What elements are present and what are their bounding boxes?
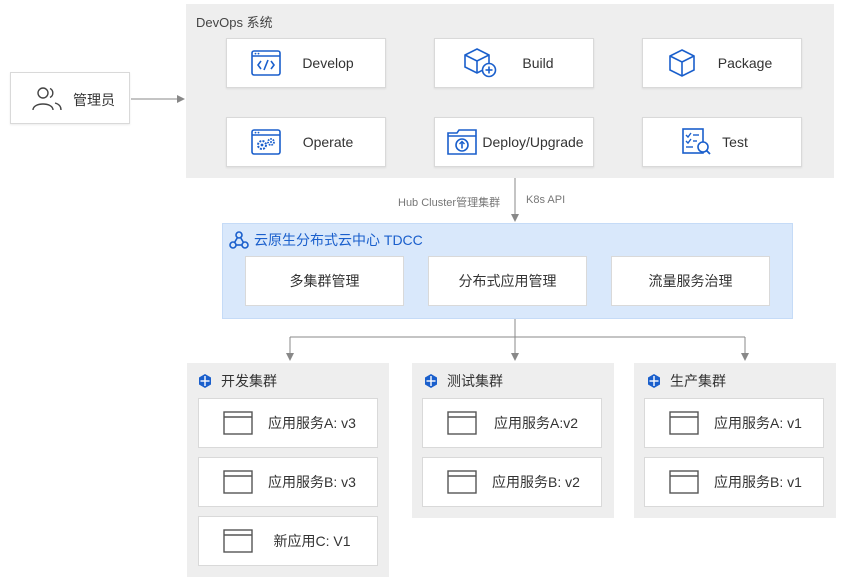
step-operate[interactable]: Operate bbox=[226, 117, 386, 167]
admin-box[interactable]: 管理员 bbox=[10, 72, 130, 124]
cluster-dev-title: 开发集群 bbox=[197, 371, 277, 391]
tdcc-module-distributed-app[interactable]: 分布式应用管理 bbox=[428, 256, 587, 306]
window-icon bbox=[447, 411, 477, 435]
step-develop[interactable]: Develop bbox=[226, 38, 386, 88]
tdcc-title-text: 云原生分布式云中心 TDCC bbox=[254, 232, 423, 248]
cluster-test-title-text: 测试集群 bbox=[447, 373, 503, 389]
window-icon bbox=[223, 470, 253, 494]
step-package-label: Package bbox=[717, 55, 773, 71]
devops-title: DevOps 系统 bbox=[196, 15, 273, 30]
step-build-label: Build bbox=[522, 55, 554, 71]
step-test[interactable]: Test bbox=[642, 117, 802, 167]
dev-service-a-label: 应用服务A: v3 bbox=[268, 415, 356, 431]
cluster-icon bbox=[199, 374, 211, 388]
users-icon bbox=[32, 87, 62, 111]
dev-service-b[interactable]: 应用服务B: v3 bbox=[198, 457, 378, 507]
window-icon bbox=[223, 411, 253, 435]
cluster-icon bbox=[425, 374, 437, 388]
cluster-prod-title: 生产集群 bbox=[646, 371, 726, 391]
upload-folder-icon bbox=[447, 129, 477, 155]
dev-service-b-label: 应用服务B: v3 bbox=[268, 474, 356, 490]
hub-cluster-label: Hub Cluster管理集群 bbox=[398, 197, 501, 209]
dev-service-c[interactable]: 新应用C: V1 bbox=[198, 516, 378, 566]
code-window-icon bbox=[251, 50, 281, 76]
step-develop-label: Develop bbox=[302, 55, 354, 71]
step-test-label: Test bbox=[722, 134, 748, 150]
test-service-a-label: 应用服务A:v2 bbox=[493, 415, 578, 431]
admin-label: 管理员 bbox=[73, 92, 115, 108]
tdcc-module-multi-cluster[interactable]: 多集群管理 bbox=[245, 256, 404, 306]
prod-service-b[interactable]: 应用服务B: v1 bbox=[644, 457, 824, 507]
network-nodes-icon bbox=[229, 231, 249, 249]
tdcc-module-traffic-governance[interactable]: 流量服务治理 bbox=[611, 256, 770, 306]
window-icon bbox=[447, 470, 477, 494]
step-deploy-upgrade[interactable]: Deploy/Upgrade bbox=[434, 117, 594, 167]
dev-service-a[interactable]: 应用服务A: v3 bbox=[198, 398, 378, 448]
window-icon bbox=[223, 529, 253, 553]
k8s-api-label: K8s API bbox=[526, 194, 566, 206]
cube-icon bbox=[669, 49, 695, 77]
test-service-b[interactable]: 应用服务B: v2 bbox=[422, 457, 602, 507]
prod-service-b-label: 应用服务B: v1 bbox=[714, 474, 802, 490]
gears-window-icon bbox=[251, 129, 281, 155]
cluster-dev-title-text: 开发集群 bbox=[221, 373, 277, 389]
cluster-test-title: 测试集群 bbox=[423, 371, 503, 391]
cluster-icon bbox=[648, 374, 660, 388]
step-package[interactable]: Package bbox=[642, 38, 802, 88]
checklist-search-icon bbox=[682, 128, 711, 155]
prod-service-a[interactable]: 应用服务A: v1 bbox=[644, 398, 824, 448]
step-operate-label: Operate bbox=[302, 134, 354, 150]
cluster-prod-title-text: 生产集群 bbox=[670, 373, 726, 389]
prod-service-a-label: 应用服务A: v1 bbox=[714, 415, 802, 431]
dev-service-c-label: 新应用C: V1 bbox=[273, 533, 351, 549]
test-service-a[interactable]: 应用服务A:v2 bbox=[422, 398, 602, 448]
window-icon bbox=[669, 411, 699, 435]
cube-add-icon bbox=[464, 48, 497, 78]
step-deploy-upgrade-label: Deploy/Upgrade bbox=[482, 134, 584, 150]
test-service-b-label: 应用服务B: v2 bbox=[492, 474, 580, 490]
window-icon bbox=[669, 470, 699, 494]
tdcc-title: 云原生分布式云中心 TDCC bbox=[229, 230, 423, 250]
step-build[interactable]: Build bbox=[434, 38, 594, 88]
